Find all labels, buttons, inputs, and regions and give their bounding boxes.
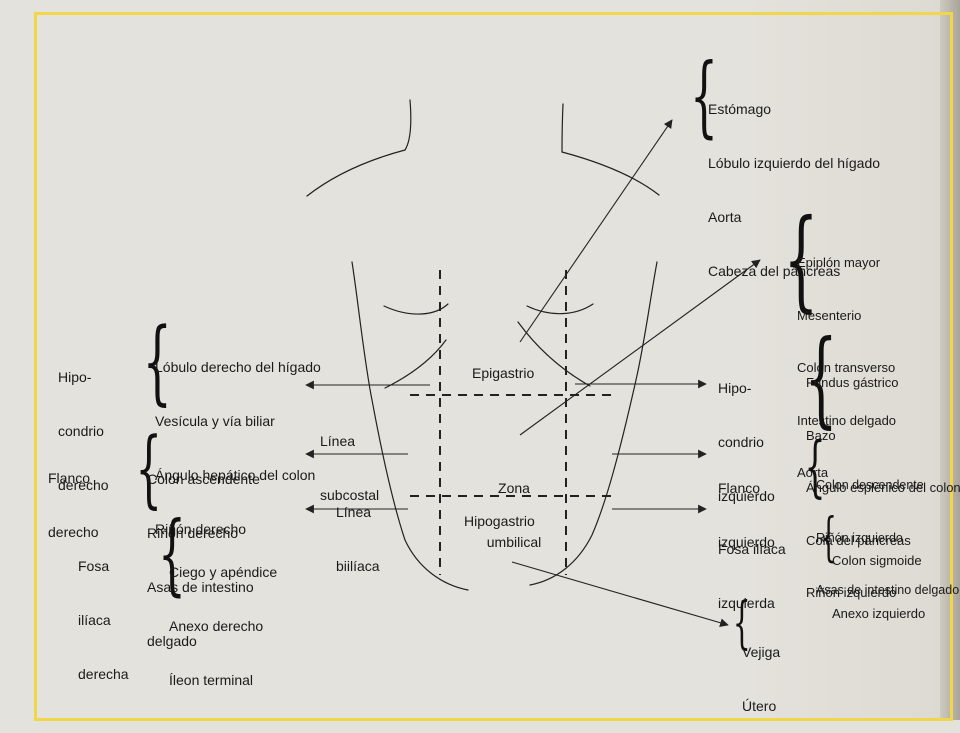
arrow-hipogastrio-organs <box>511 561 729 628</box>
right-chest-line <box>526 303 594 315</box>
label-linea-subcostal: Línea subcostal <box>320 433 380 503</box>
organs-fosa-iliaca-izquierda: Colon sigmoide Anexo izquierdo <box>832 553 926 621</box>
organs-flanco-derecho: Colon ascendente Riñón derecho Asas de i… <box>147 471 260 649</box>
organs-hipogastrio: Vejiga Útero <box>742 644 781 714</box>
left-flank-line <box>351 261 469 591</box>
brace-umbilical-organs: { <box>783 195 819 323</box>
arrow-epigastrio-organs <box>519 119 673 343</box>
region-hipogastrio: Hipogastrio <box>464 513 535 529</box>
region-epigastrio: Epigastrio <box>472 365 535 381</box>
organs-fosa-iliaca-derecha: Ciego y apéndice Anexo derecho Íleon ter… <box>169 564 278 688</box>
region-umbilical: Zona umbilical <box>486 480 542 550</box>
left-chest-line <box>383 303 449 315</box>
arrow-umbilical-organs <box>519 259 761 436</box>
title-flanco-izquierdo: Flanco izquierdo <box>718 480 775 550</box>
page-bleed <box>740 0 940 720</box>
neck-right <box>561 103 564 153</box>
right-flank-line <box>529 261 658 586</box>
brace-flanco-derecho: { <box>135 419 163 517</box>
title-hipocondrio-derecho: Hipo- condrio derecho <box>58 369 109 493</box>
organs-hipocondrio-derecho: Lóbulo derecho del hígado Vesícula y vía… <box>155 359 321 537</box>
organs-umbilical: Epiplón mayor Mesenterio Colon transvers… <box>797 255 897 480</box>
label-linea-biiliaca: Línea biilíaca <box>336 504 380 574</box>
right-shoulder-line <box>561 151 660 196</box>
neck-left <box>404 99 412 151</box>
title-hipocondrio-izquierdo: Hipo- condrio izquierdo <box>718 380 775 504</box>
title-flanco-derecho: Flanco derecho <box>48 470 99 540</box>
brace-flanco-izquierdo: { <box>804 428 826 505</box>
brace-hipogastrio-organs: { <box>732 591 751 656</box>
brace-fosa-iliaca-derecha: { <box>158 502 186 605</box>
brace-hipocondrio-derecho: { <box>142 308 172 415</box>
title-fosa-iliaca-derecha: Fosa ilíaca derecha <box>78 558 129 682</box>
left-shoulder-line <box>306 149 406 197</box>
brace-fosa-iliaca-izquierda: { <box>820 508 837 568</box>
left-rib-line <box>384 339 447 389</box>
brace-epigastrio-organs: { <box>690 44 718 147</box>
brace-hipocondrio-izquierdo: { <box>804 317 838 439</box>
right-rib-line <box>517 321 591 387</box>
organs-epigastrio: Estómago Lóbulo izquierdo del hígado Aor… <box>708 101 881 279</box>
organs-flanco-izquierdo: Colon descendente Riñón izquierdo Asas d… <box>816 478 960 597</box>
organs-hipocondrio-izquierdo: Fundus gástrico Bazo Ángulo esplénico de… <box>806 375 960 600</box>
title-fosa-iliaca-izquierda: Fosa ilíaca izquierda <box>718 541 786 611</box>
